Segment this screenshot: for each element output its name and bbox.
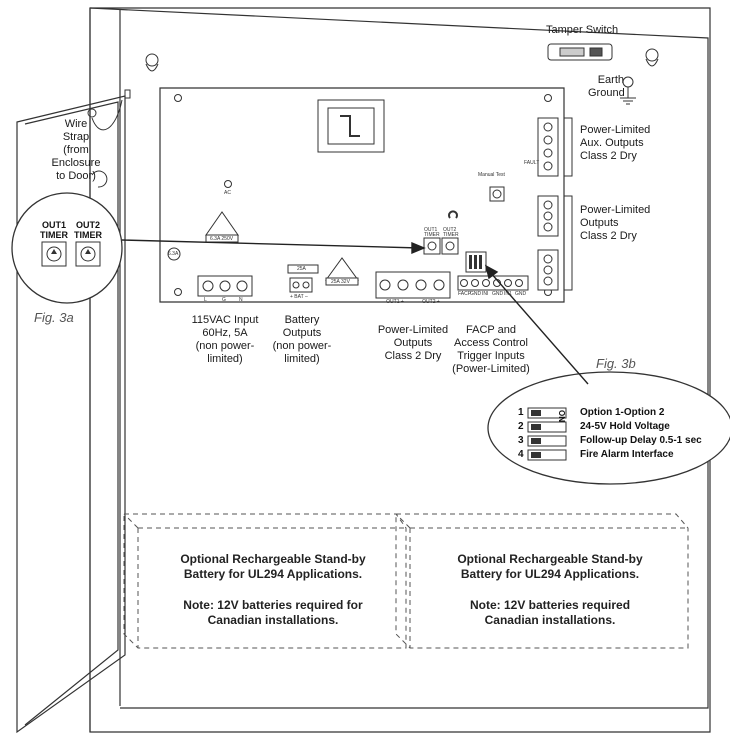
bat-terminal-label: + BAT – (290, 294, 308, 300)
fig3b-callout (487, 371, 730, 485)
battery-outputs-label: Battery Outputs (non power- limited) (272, 314, 332, 365)
battery-terminal (287, 264, 319, 293)
fuse-small-label: 6.3A (168, 251, 179, 257)
battery-title: Optional Rechargeable Stand-by Battery f… (180, 552, 366, 581)
tamper-switch-label: Tamper Switch (546, 24, 619, 36)
ac-terminal-label: G (222, 297, 226, 303)
ac-terminal-label: N (239, 297, 243, 303)
battery-title: Optional Rechargeable Stand-by Battery f… (457, 552, 643, 581)
aux-output-terminals (537, 117, 559, 177)
fuse-ac-label: 6.3A 250V (210, 236, 234, 242)
fuse-bat-label: 25A 32V (331, 279, 350, 285)
dip-switch-label: Follow-up Delay 0.5-1 sec (580, 435, 702, 446)
power-limited-outputs-right-label: Power-Limited Outputs Class 2 Dry (580, 204, 651, 242)
dip-switch-number: 1 (518, 407, 524, 418)
manual-test-button (489, 186, 505, 202)
battery-note: Note: 12V batteries required Canadian in… (469, 598, 631, 627)
dip-switch-label: Fire Alarm Interface (580, 449, 674, 460)
dip-switch-label: 24-5V Hold Voltage (580, 421, 670, 432)
ac-terminal-label: L (204, 297, 207, 303)
facp-inputs-label: FACP and Access Control Trigger Inputs (… (452, 324, 530, 375)
battery-area (123, 513, 689, 649)
dip-switch-label: Option 1-Option 2 (580, 407, 665, 418)
fig3b-label: Fig. 3b (596, 356, 636, 371)
enclosure (89, 7, 711, 733)
board-timer-label: OUT2 TIMER (443, 227, 459, 238)
facp-terminal-label: IN1 (504, 291, 512, 297)
dip-switch-number: 4 (518, 449, 524, 460)
fig3a-label: Fig. 3a (34, 310, 74, 325)
battery-note: Note: 12V batteries required for Canadia… (183, 598, 363, 627)
facp-terminal-label: GND (470, 291, 482, 297)
out2-terminal-label: – OUT2 + (418, 299, 440, 305)
fault-label: FAULT (524, 160, 540, 166)
fig3a-callout (11, 192, 123, 304)
tamper-switch (547, 43, 613, 61)
board-timer-label: OUT1 TIMER (424, 227, 440, 238)
label-brackets (564, 117, 573, 291)
facp-terminal-label: GND (492, 291, 504, 297)
facp-terminal-label: FACP (458, 291, 472, 297)
out1-terminal-label: – OUT1 + (382, 299, 404, 305)
ac-led-label: AC (224, 190, 231, 196)
manual-test-label: Manual Test (478, 172, 505, 178)
out2-timer-label: OUT2 TIMER (74, 220, 102, 240)
pointer-arrow-3b (484, 264, 589, 385)
ac-input-label: 115VAC Input 60Hz, 5A (non power- limite… (191, 314, 259, 365)
dip-switch-number: 2 (518, 421, 524, 432)
wire-strap-label: Wire Strap (from Enclosure to Door) (51, 118, 101, 182)
facp-terminal-label: INI (482, 291, 489, 297)
pointer-arrow-3a (121, 239, 426, 255)
power-limited-outputs-bottom-label: Power-Limited Outputs Class 2 Dry (377, 324, 449, 362)
wire-strap (91, 99, 123, 131)
facp-terminal-label: GND (515, 291, 527, 297)
fuse-bat-top-label: 25A (297, 266, 306, 272)
output-terminal-block (375, 271, 451, 299)
earth-ground-icon (620, 76, 636, 105)
dip-switch-number: 3 (518, 435, 524, 446)
earth-ground-label: Earth Ground (588, 74, 625, 99)
out1-timer-label: OUT1 TIMER (40, 220, 68, 240)
aux-outputs-label: Power-Limited Aux. Outputs Class 2 Dry (580, 124, 651, 162)
keyhole-icon (145, 48, 659, 72)
circuit-board (159, 87, 565, 303)
dip-on-label: ON (557, 410, 566, 422)
ac-terminal-block (197, 275, 253, 297)
power-limited-output-terminals (537, 195, 559, 291)
facp-terminal-block (457, 275, 529, 291)
enclosure-door (16, 95, 126, 734)
